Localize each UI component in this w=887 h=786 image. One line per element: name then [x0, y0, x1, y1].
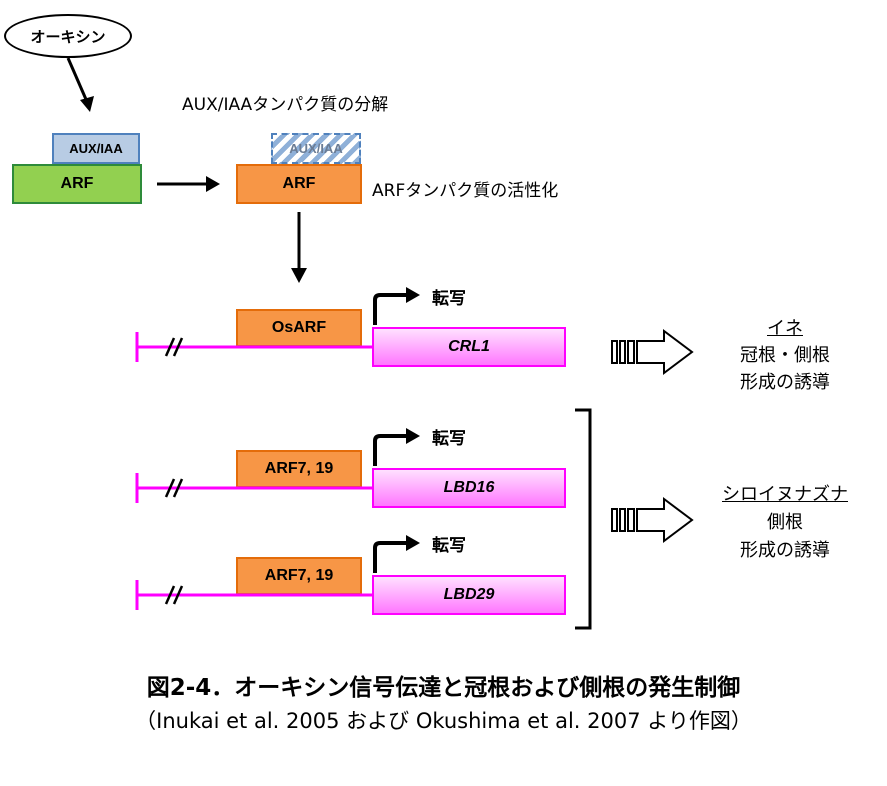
dna-line-lbd16: [135, 473, 373, 503]
down-arrow: [291, 212, 307, 283]
aux-iaa-degradation-label: AUX/IAAタンパク質の分解: [182, 95, 389, 115]
rice-effect-line2: 形成の誘導: [740, 372, 830, 393]
block-arrow-rice: [611, 329, 694, 375]
arf7-19-label-lbd16: ARF7, 19: [264, 460, 334, 477]
arf-box-green: ARF: [12, 164, 142, 204]
aux-iaa-degraded-label: AUX/IAA: [289, 141, 343, 156]
arabidopsis-effect-line2: 形成の誘導: [740, 540, 830, 561]
transcription-label-lbd16: 転写: [432, 429, 466, 449]
rice-species-label: イネ: [767, 318, 803, 339]
osarf-label: OsARF: [271, 319, 327, 336]
arf7-19-box-lbd29: ARF7, 19: [236, 557, 362, 595]
lbd29-gene-box: LBD29: [372, 575, 566, 615]
block-arrow-arabidopsis: [611, 497, 694, 543]
auxin-label: オーキシン: [30, 27, 106, 46]
arf-label-green: ARF: [60, 175, 94, 192]
aux-iaa-box: AUX/IAA: [52, 133, 140, 164]
transcription-arrow-lbd29: [373, 535, 420, 573]
dna-line-lbd29: [135, 580, 373, 610]
lbd29-gene-label: LBD29: [443, 586, 495, 603]
figure-caption-source: （Inukai et al. 2005 および Okushima et al. …: [135, 709, 752, 733]
arabidopsis-effect-line1: 側根: [767, 512, 803, 533]
arabidopsis-bracket: [575, 408, 592, 630]
transcription-label-lbd29: 転写: [432, 536, 466, 556]
transcription-arrow-lbd16: [373, 428, 420, 466]
arf-label-orange: ARF: [282, 175, 316, 192]
osarf-box: OsARF: [236, 309, 362, 347]
auxin-arrow: [66, 57, 94, 112]
figure-caption-title: 図2-4．オーキシン信号伝達と冠根および側根の発生制御: [146, 675, 741, 701]
arabidopsis-species-label: シロイヌナズナ: [722, 484, 848, 505]
crl1-gene-box: CRL1: [372, 327, 566, 367]
crl1-gene-label: CRL1: [448, 338, 490, 355]
aux-iaa-degraded-box: AUX/IAA: [271, 133, 361, 164]
arf-box-orange: ARF: [236, 164, 362, 204]
dna-line-rice: [135, 332, 373, 362]
arf7-19-box-lbd16: ARF7, 19: [236, 450, 362, 488]
transcription-label-rice: 転写: [432, 289, 466, 309]
activation-arrow: [157, 176, 220, 192]
transcription-arrow-rice: [373, 287, 420, 325]
auxin-oval: オーキシン: [4, 14, 132, 58]
lbd16-gene-box: LBD16: [372, 468, 566, 508]
aux-iaa-label: AUX/IAA: [69, 141, 123, 156]
arf-activation-label: ARFタンパク質の活性化: [372, 181, 559, 201]
arf7-19-label-lbd29: ARF7, 19: [264, 567, 334, 584]
lbd16-gene-label: LBD16: [443, 479, 495, 496]
rice-effect-line1: 冠根・側根: [740, 345, 830, 366]
